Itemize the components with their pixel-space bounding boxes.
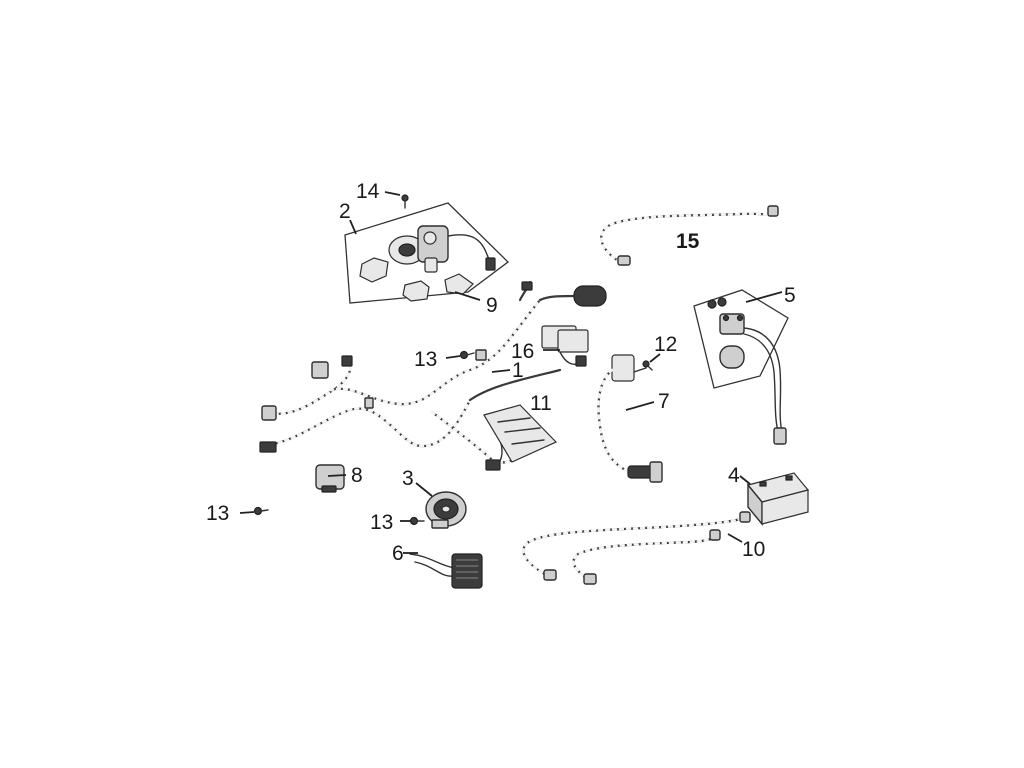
bolt-13-upper bbox=[445, 350, 475, 360]
callout-6: 6 bbox=[392, 542, 404, 565]
callout-4: 4 bbox=[728, 464, 740, 487]
fuse-plate-11 bbox=[483, 404, 558, 463]
callout-16: 16 bbox=[511, 340, 534, 363]
regulator-6 bbox=[409, 553, 483, 589]
callout-7: 7 bbox=[658, 390, 670, 413]
callout-15: 15 bbox=[676, 230, 700, 253]
callout-12: 12 bbox=[654, 333, 677, 356]
callout-1: 1 bbox=[512, 359, 524, 382]
battery-cables-10 bbox=[522, 511, 751, 585]
bolt-12 bbox=[642, 360, 653, 371]
callout-13-upper: 13 bbox=[414, 348, 437, 371]
callout-13-horn: 13 bbox=[370, 511, 393, 534]
horn-3 bbox=[425, 491, 467, 529]
ignition-coil-7 bbox=[597, 354, 663, 483]
callout-14: 14 bbox=[356, 180, 380, 203]
screw-14 bbox=[401, 194, 409, 209]
ignition-switch-assembly bbox=[344, 202, 509, 304]
callout-8: 8 bbox=[351, 464, 363, 487]
battery-4 bbox=[746, 472, 810, 526]
callout-10: 10 bbox=[742, 538, 765, 561]
relay-16 bbox=[541, 325, 589, 367]
callout-5: 5 bbox=[784, 284, 796, 307]
callout-13-left: 13 bbox=[206, 502, 229, 525]
bolt-13-horn bbox=[400, 516, 425, 526]
main-wire-harness bbox=[259, 280, 607, 471]
callout-11: 11 bbox=[530, 392, 552, 415]
callout-9: 9 bbox=[486, 294, 498, 317]
callout-3: 3 bbox=[402, 467, 414, 490]
callout-2: 2 bbox=[339, 200, 351, 223]
starter-relay-5 bbox=[693, 289, 789, 445]
flasher-relay-8 bbox=[315, 464, 345, 493]
cable-15 bbox=[600, 205, 779, 266]
bolt-13-left bbox=[239, 506, 269, 516]
